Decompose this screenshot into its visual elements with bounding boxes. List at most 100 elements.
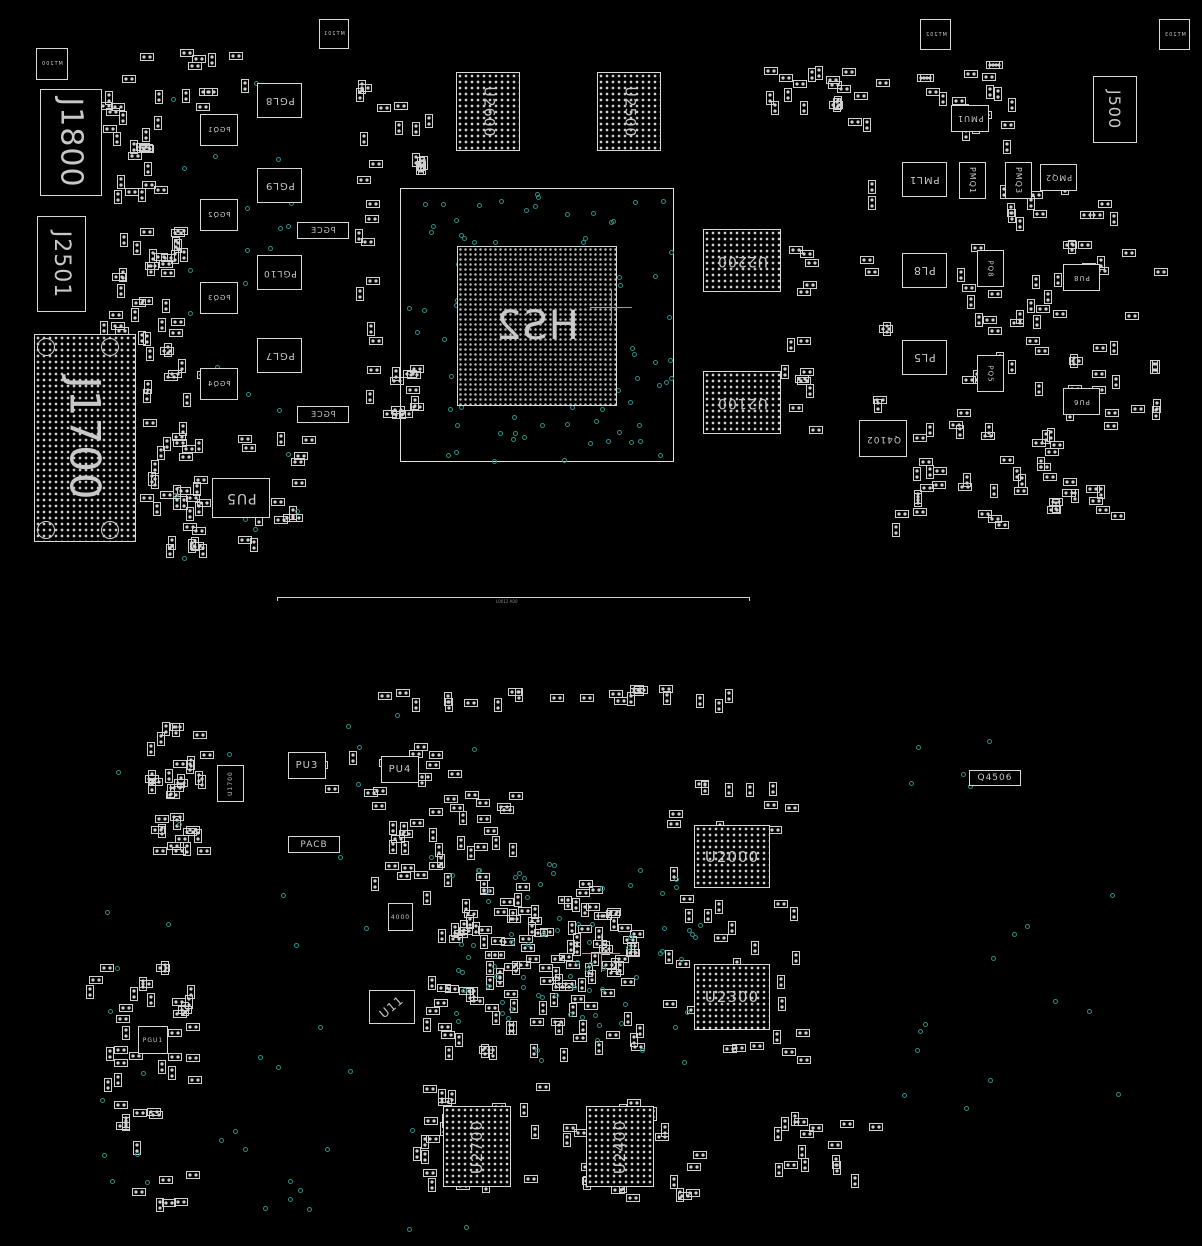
passive-component[interactable] <box>151 459 160 474</box>
passive-component[interactable] <box>140 53 155 62</box>
passive-component[interactable] <box>576 888 591 897</box>
passive-component[interactable] <box>158 1060 167 1075</box>
component-pgl8[interactable]: PGL8 <box>257 83 302 118</box>
passive-component[interactable] <box>181 88 190 103</box>
passive-component[interactable] <box>400 841 409 856</box>
passive-component[interactable] <box>956 409 971 418</box>
passive-component[interactable] <box>600 988 615 997</box>
component-mt200[interactable]: MT200 <box>36 48 68 80</box>
passive-component[interactable] <box>980 431 995 440</box>
component-pgl7[interactable]: PGL7 <box>257 338 302 373</box>
passive-component[interactable] <box>444 873 453 887</box>
passive-component[interactable] <box>138 331 147 346</box>
passive-component[interactable] <box>456 835 465 850</box>
passive-component[interactable] <box>112 131 121 146</box>
passive-component[interactable] <box>427 1178 436 1193</box>
passive-component[interactable] <box>367 366 382 375</box>
passive-component[interactable] <box>364 215 379 224</box>
passive-component[interactable] <box>1105 408 1120 417</box>
passive-component[interactable] <box>540 976 555 985</box>
passive-component[interactable] <box>473 842 488 851</box>
passive-component[interactable] <box>152 501 161 516</box>
passive-component[interactable] <box>854 92 869 100</box>
component-u2300[interactable]: U2300 <box>694 964 770 1030</box>
passive-component[interactable] <box>182 523 197 532</box>
passive-component[interactable] <box>842 67 857 76</box>
passive-component[interactable] <box>1071 489 1080 504</box>
passive-component[interactable] <box>879 325 894 334</box>
passive-component[interactable] <box>146 347 155 362</box>
passive-component[interactable] <box>787 338 796 353</box>
passive-component[interactable] <box>173 1009 188 1018</box>
passive-component[interactable] <box>271 497 286 506</box>
passive-component[interactable] <box>768 781 777 796</box>
passive-component[interactable] <box>429 828 438 843</box>
component-pgu1[interactable]: PGU1 <box>138 1026 168 1054</box>
passive-component[interactable] <box>986 84 995 99</box>
passive-component[interactable] <box>1014 487 1029 496</box>
passive-component[interactable] <box>797 376 812 385</box>
passive-component[interactable] <box>194 502 203 517</box>
passive-component[interactable] <box>1015 217 1024 232</box>
passive-component[interactable] <box>593 912 608 921</box>
passive-component[interactable] <box>684 909 693 924</box>
passive-component[interactable] <box>510 999 519 1014</box>
passive-component[interactable] <box>412 122 421 137</box>
passive-component[interactable] <box>154 185 169 194</box>
component-j1800[interactable]: J1800 <box>40 89 102 196</box>
component-u2200[interactable]: U2200 <box>703 229 781 292</box>
passive-component[interactable] <box>1092 344 1107 353</box>
passive-component[interactable] <box>862 118 871 133</box>
passive-component[interactable] <box>860 256 875 265</box>
passive-component[interactable] <box>1109 212 1118 227</box>
passive-component[interactable] <box>171 317 186 326</box>
passive-component[interactable] <box>422 1084 437 1093</box>
component-q4506[interactable]: Q4506 <box>969 770 1021 786</box>
passive-component[interactable] <box>993 86 1002 101</box>
passive-component[interactable] <box>800 1130 815 1139</box>
passive-component[interactable] <box>199 751 214 760</box>
passive-component[interactable] <box>1036 456 1045 471</box>
component-pgq4[interactable]: PGQ4 <box>200 368 238 400</box>
passive-component[interactable] <box>867 180 876 195</box>
passive-component[interactable] <box>766 90 775 105</box>
passive-component[interactable] <box>398 830 413 839</box>
passive-component[interactable] <box>422 1017 431 1032</box>
passive-component[interactable] <box>429 751 443 760</box>
passive-component[interactable] <box>1000 455 1015 464</box>
passive-component[interactable] <box>396 688 411 697</box>
component-u2400[interactable]: U2400 <box>586 1106 654 1187</box>
passive-component[interactable] <box>113 1058 128 1067</box>
passive-component[interactable] <box>504 963 519 972</box>
passive-component[interactable] <box>158 1175 173 1184</box>
passive-component[interactable] <box>912 507 927 516</box>
passive-component[interactable] <box>668 810 683 819</box>
passive-component[interactable] <box>437 1023 452 1032</box>
component-pgq2[interactable]: PGQ2 <box>200 199 238 231</box>
passive-component[interactable] <box>174 779 189 788</box>
passive-component[interactable] <box>118 1003 133 1012</box>
passive-component[interactable] <box>194 476 209 485</box>
passive-component[interactable] <box>989 484 998 499</box>
passive-component[interactable] <box>182 445 197 454</box>
component-mt203[interactable]: MT203 <box>1159 19 1190 50</box>
passive-component[interactable] <box>357 83 372 92</box>
passive-component[interactable] <box>920 73 935 82</box>
passive-component[interactable] <box>773 900 788 909</box>
passive-component[interactable] <box>178 359 186 374</box>
passive-component[interactable] <box>774 1162 783 1177</box>
passive-component[interactable] <box>363 788 378 797</box>
passive-component[interactable] <box>122 1114 131 1129</box>
passive-component[interactable] <box>118 267 127 282</box>
passive-component[interactable] <box>155 814 170 823</box>
passive-component[interactable] <box>554 1020 563 1035</box>
passive-component[interactable] <box>424 1117 439 1126</box>
passive-component[interactable] <box>167 370 182 379</box>
passive-component[interactable] <box>249 538 258 553</box>
passive-component[interactable] <box>562 1133 571 1148</box>
passive-component[interactable] <box>694 780 709 789</box>
passive-component[interactable] <box>173 238 182 253</box>
passive-component[interactable] <box>163 436 172 451</box>
passive-component[interactable] <box>187 755 195 770</box>
passive-component[interactable] <box>196 846 211 855</box>
